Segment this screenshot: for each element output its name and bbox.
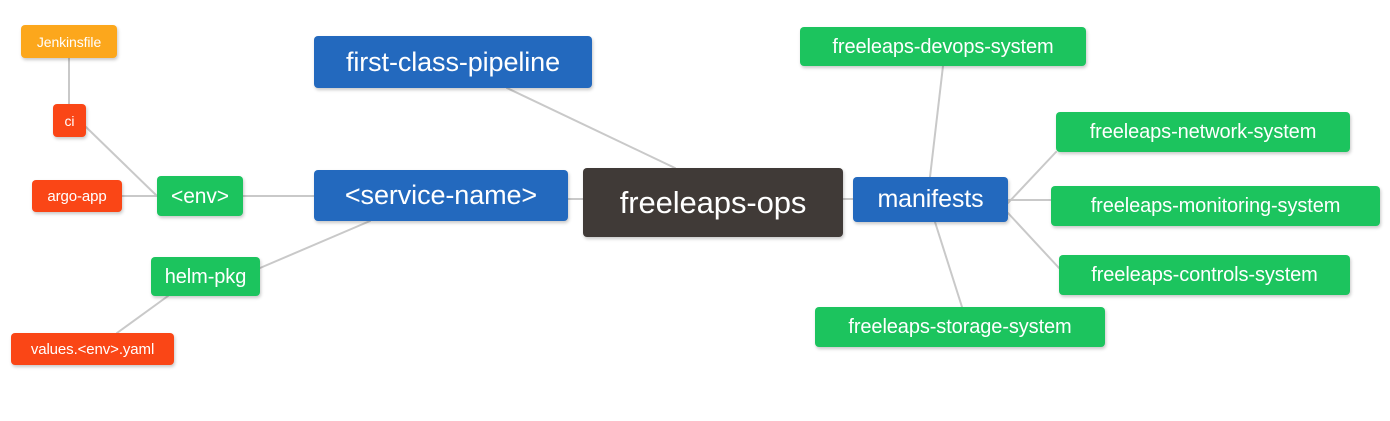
- edge-manifests-to-freeleaps-devops-system: [929, 65, 944, 178]
- node-values-yaml[interactable]: values.<env>.yaml: [11, 333, 174, 365]
- node-freeleaps-devops-system[interactable]: freeleaps-devops-system: [800, 27, 1086, 66]
- node-jenkinsfile[interactable]: Jenkinsfile: [21, 25, 117, 58]
- node-ci[interactable]: ci: [53, 104, 86, 137]
- node-first-class-pipeline[interactable]: first-class-pipeline: [314, 36, 592, 88]
- node-helm-pkg[interactable]: helm-pkg: [151, 257, 260, 296]
- node-freeleaps-network-system[interactable]: freeleaps-network-system: [1056, 112, 1350, 152]
- node-env[interactable]: <env>: [157, 176, 243, 216]
- edge-manifests-to-freeleaps-storage-system: [934, 221, 963, 308]
- node-freeleaps-ops[interactable]: freeleaps-ops: [583, 168, 843, 237]
- node-freeleaps-storage-system[interactable]: freeleaps-storage-system: [815, 307, 1105, 347]
- node-argo-app[interactable]: argo-app: [32, 180, 122, 212]
- node-freeleaps-monitoring-system[interactable]: freeleaps-monitoring-system: [1051, 186, 1380, 226]
- edge-first-class-pipeline-to-freeleaps-ops: [506, 87, 676, 169]
- edge-service-name-to-helm-pkg: [259, 220, 371, 269]
- edge-helm-pkg-to-values-yaml: [116, 295, 169, 334]
- edge-manifests-to-freeleaps-network-system: [1007, 151, 1057, 204]
- node-service-name[interactable]: <service-name>: [314, 170, 568, 221]
- node-freeleaps-controls-system[interactable]: freeleaps-controls-system: [1059, 255, 1350, 295]
- node-manifests[interactable]: manifests: [853, 177, 1008, 222]
